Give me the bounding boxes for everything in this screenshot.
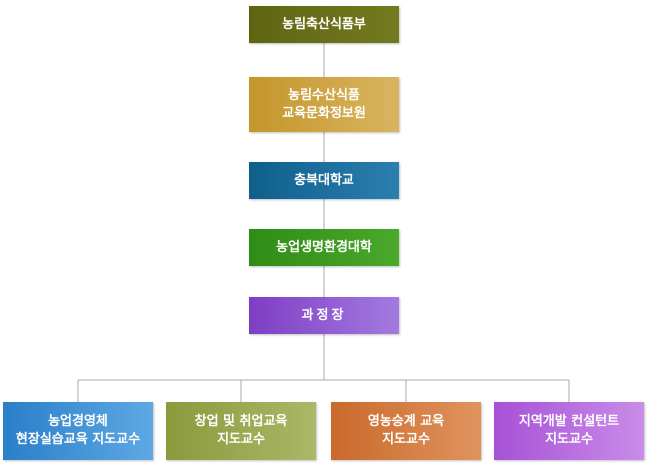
node-agency-label-line-2: 교육문화정보원 [282,105,366,121]
leaf-field-training-line-2: 현장실습교육 지도교수 [15,432,141,447]
node-college-label: 농업생명환경대학 [276,239,372,255]
leaf-farm-succession-line-2: 지도교수 [382,432,430,447]
node-university-label: 충북대학교 [294,172,354,188]
leaf-farm-succession: 영농승계 교육 지도교수 [331,402,481,460]
leaf-field-training-line-1: 농업경영체 [48,414,108,429]
node-college: 농업생명환경대학 [249,229,399,266]
node-program-director-label: 과정장 [301,307,347,323]
leaf-startup-employment-line-2: 지도교수 [217,432,265,447]
leaf-field-training: 농업경영체 현장실습교육 지도교수 [3,402,153,460]
node-agency-label-line-1: 농림수산식품 [288,87,360,103]
node-university: 충북대학교 [249,162,399,199]
leaf-regional-consultant-line-1: 지역개발 컨설턴트 [518,414,620,429]
leaf-regional-consultant: 지역개발 컨설턴트 지도교수 [494,402,644,460]
leaf-regional-consultant-line-2: 지도교수 [545,432,593,447]
leaf-startup-employment: 창업 및 취업교육 지도교수 [166,402,316,460]
node-ministry-label: 농림축산식품부 [282,16,366,32]
node-ministry: 농림축산식품부 [249,6,399,43]
leaf-farm-succession-line-1: 영농승계 교육 [367,414,445,429]
leaf-startup-employment-line-1: 창업 및 취업교육 [194,414,288,429]
node-agency: 농림수산식품 교육문화정보원 [249,77,399,132]
node-program-director: 과정장 [249,297,399,334]
